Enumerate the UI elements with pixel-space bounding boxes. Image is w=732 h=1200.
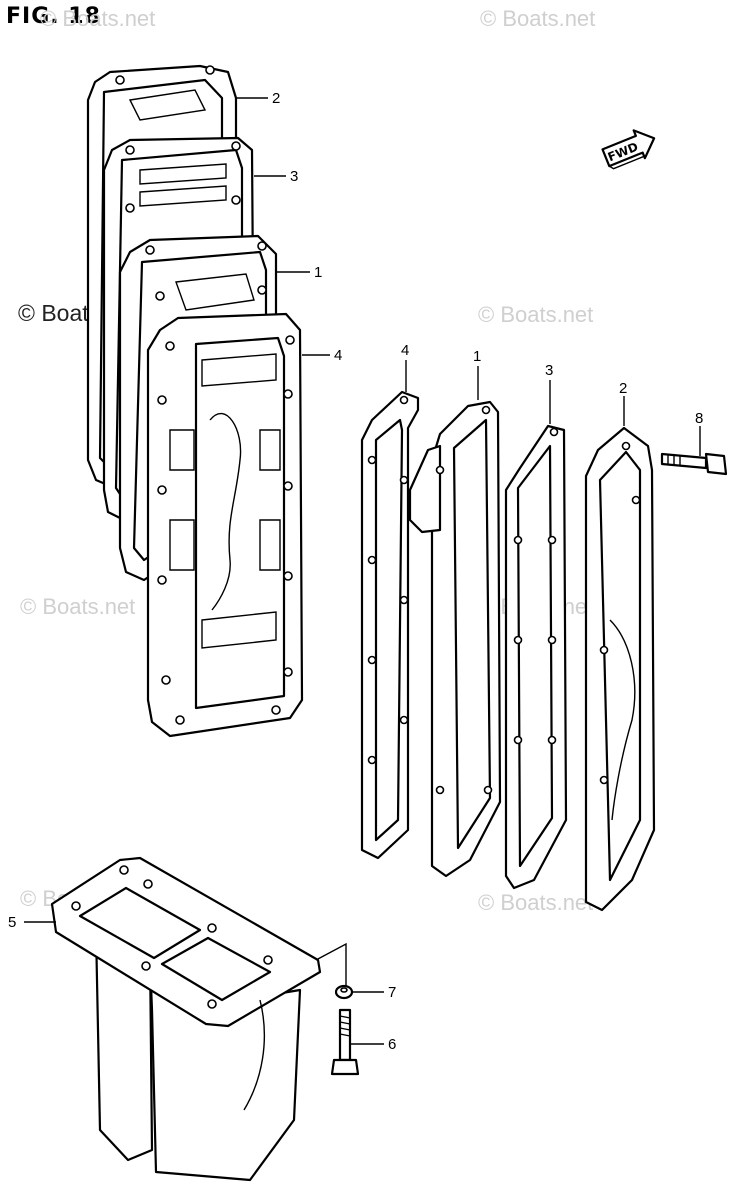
callout-3: 3 [290,168,299,185]
callout-5: 5 [8,914,17,931]
callout-2: 2 [619,380,628,397]
callout-7: 7 [388,984,397,1001]
watermark: © Boats.net [480,6,596,31]
watermark: © Boats.net [40,6,156,31]
watermark: © Boats.net [478,302,594,327]
callout-4: 4 [334,347,343,364]
callout-2: 2 [272,90,281,107]
gasket-3-side [504,424,568,890]
gasket-4-side [360,390,420,860]
washer-7-icon [334,984,354,1000]
callout-6: 6 [388,1036,397,1053]
callout-3: 3 [545,362,554,379]
watermark: © Boats.net [20,594,136,619]
leader-line [315,942,347,986]
callout-8: 8 [695,410,704,427]
bolt-8-icon [660,452,728,476]
callout-4: 4 [401,342,410,359]
figure-title: FIG. 18 [6,4,101,29]
bolt-6-icon [330,1008,360,1076]
fwd-arrow-icon: FWD [601,129,656,170]
callout-1: 1 [314,264,323,281]
watermark: © Boats.net [478,890,594,915]
exhaust-tube-5 [50,856,322,1182]
plate-1-side [408,400,502,878]
cover-2-side [584,426,656,912]
callout-1: 1 [473,348,482,365]
gasket-4-exploded [146,312,304,738]
